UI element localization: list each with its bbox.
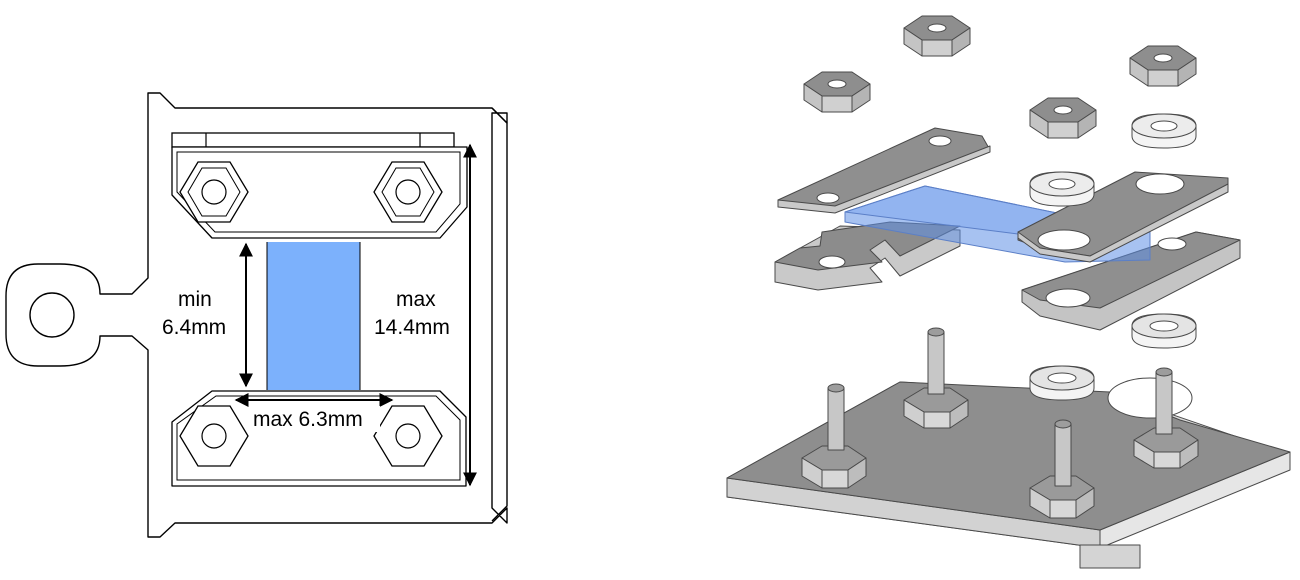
hex-nut-icon (1129, 45, 1197, 87)
max-gap-value: 14.4mm (374, 316, 450, 339)
mounting-hole (29, 292, 75, 338)
min-gap-value: 6.4mm (162, 316, 226, 339)
lower-right-clamp-block (1021, 231, 1241, 331)
sample-strip (267, 242, 360, 390)
standoff-post-icon (801, 383, 867, 489)
standoff-post-icon (1133, 367, 1199, 469)
exploded-view (726, 15, 1291, 569)
hex-nut-icon (903, 15, 971, 57)
max-gap-label: max (396, 288, 436, 311)
upper-left-clamp-plate (777, 127, 991, 214)
standoff-post-icon (1029, 419, 1095, 519)
standoff-post-icon (903, 327, 969, 429)
max-width-label: max 6.3mm (253, 408, 363, 431)
washer-icon (1131, 113, 1197, 149)
hex-nut-icon (373, 405, 443, 467)
washer-icon (1029, 365, 1095, 401)
hex-nut-icon (179, 405, 249, 467)
upper-right-clamp-plate (1017, 171, 1229, 263)
hex-nut-icon (1029, 97, 1097, 139)
hex-nut-icon (373, 161, 443, 223)
base-plate (726, 377, 1291, 569)
min-gap-label: min (178, 288, 212, 311)
washer-icon (1029, 171, 1095, 207)
hex-nut-icon (179, 161, 249, 223)
top-view-drawing: min 6.4mm max 14.4mm max 6.3mm (5, 92, 508, 538)
washer-icon (1131, 313, 1197, 349)
hex-nut-icon (803, 71, 871, 113)
